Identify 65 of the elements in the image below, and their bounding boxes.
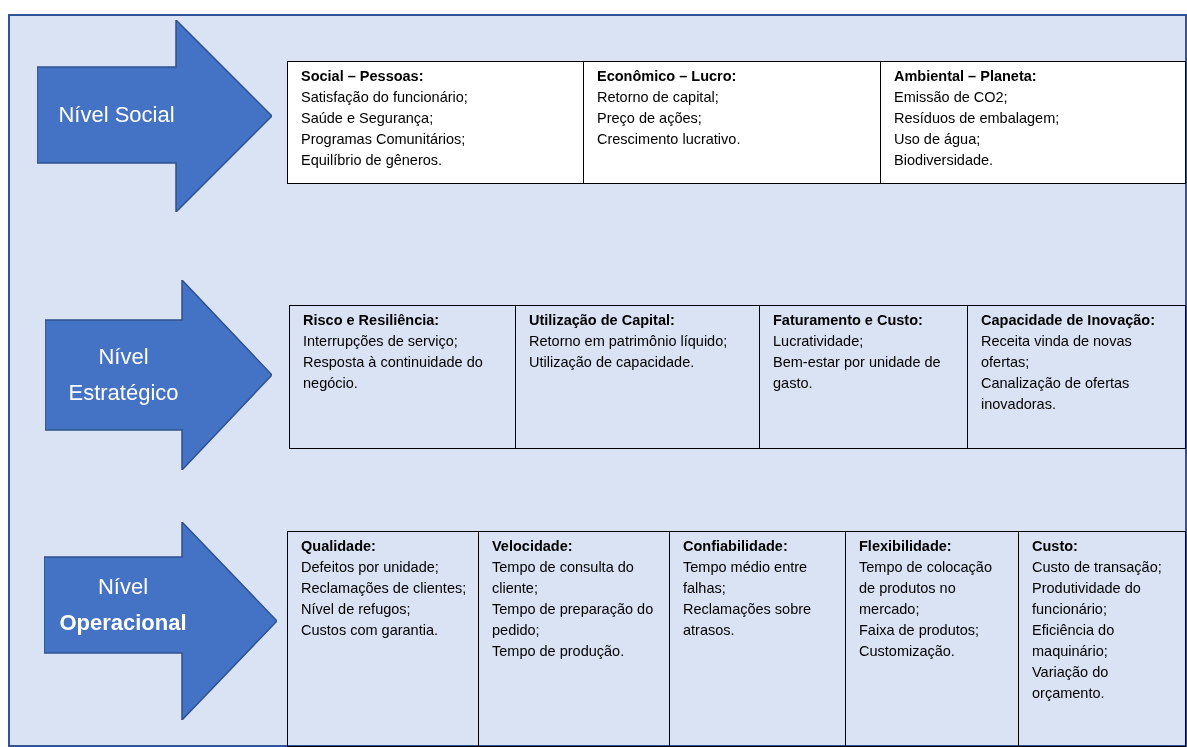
table-cell	[287, 61, 584, 184]
cell-item: Faixa de produtos;	[859, 621, 981, 640]
cell-heading: Custo:	[1032, 537, 1079, 556]
cell-item: Nível de refugos;	[301, 600, 412, 619]
cell-item: Custo de transação;	[1032, 558, 1163, 577]
cell-item: Resíduos de embalagem;	[894, 109, 1061, 128]
cell-item: Customização.	[859, 642, 956, 661]
cell-item: Saúde e Segurança;	[301, 109, 435, 128]
table-cell	[880, 61, 1186, 184]
cell-heading: Ambiental – Planeta:	[894, 67, 1038, 86]
cell-item: Retorno de capital;	[597, 88, 720, 107]
cell-heading: Confiabilidade:	[683, 537, 789, 556]
cell-heading: Velocidade:	[492, 537, 574, 556]
cell-item: Crescimento lucrativo.	[597, 130, 742, 149]
table-cell	[289, 305, 516, 449]
cell-item: Tempo de preparação do pedido;	[492, 600, 655, 640]
cell-item: Bem-estar por unidade de gasto.	[773, 353, 942, 393]
cell-item: Tempo de colocação de produtos no mercado;	[859, 558, 993, 619]
cell-heading: Econômico – Lucro:	[597, 67, 738, 86]
table-cell	[478, 531, 670, 747]
cell-item: Tempo de consulta do cliente;	[492, 558, 635, 598]
cell-item: Emissão de CO2;	[894, 88, 1009, 107]
level-label: Nível Operacional	[58, 573, 188, 637]
cell-item: Reclamações de clientes;	[301, 579, 468, 598]
table-cell	[967, 305, 1186, 449]
cell-item: Eficiência do maquinário;	[1032, 621, 1116, 661]
cell-item: Reclamações sobre atrasos.	[683, 600, 813, 640]
cell-heading: Qualidade:	[301, 537, 377, 556]
cell-item: Receita vinda de novas ofertas;	[981, 332, 1133, 372]
cell-item: Utilização de capacidade.	[529, 353, 696, 372]
cell-item: Biodiversidade.	[894, 151, 995, 170]
cell-heading: Risco e Resiliência:	[303, 311, 441, 330]
level-label: Nível Social	[58, 101, 175, 129]
cell-item: Uso de água;	[894, 130, 982, 149]
table-cell	[1018, 531, 1186, 747]
cell-item: Custos com garantia.	[301, 621, 439, 640]
cell-item: Retorno em patrimônio líquido;	[529, 332, 729, 351]
table-cell	[583, 61, 881, 184]
cell-item: Preço de ações;	[597, 109, 703, 128]
cell-item: Interrupções de serviço;	[303, 332, 459, 351]
table-cell	[287, 531, 479, 747]
cell-item: Programas Comunitários;	[301, 130, 467, 149]
cell-heading: Capacidade de Inovação:	[981, 311, 1157, 330]
cell-heading: Social – Pessoas:	[301, 67, 425, 86]
cell-item: Canalização de ofertas inovadoras.	[981, 374, 1131, 414]
table-cell	[669, 531, 846, 747]
cell-heading: Flexibilidade:	[859, 537, 953, 556]
cell-heading: Utilização de Capital:	[529, 311, 676, 330]
arrow-shape	[44, 522, 277, 720]
cell-item: Equilíbrio de gêneros.	[301, 151, 444, 170]
table-cell	[515, 305, 760, 449]
table-cell	[759, 305, 968, 449]
cell-item: Resposta à continuidade do negócio.	[303, 353, 484, 393]
cell-item: Variação do orçamento.	[1032, 663, 1110, 703]
cell-item: Defeitos por unidade;	[301, 558, 440, 577]
cell-heading: Faturamento e Custo:	[773, 311, 924, 330]
arrow-shape	[45, 280, 272, 470]
cell-item: Produtividade do funcionário;	[1032, 579, 1142, 619]
level-label: Nível Estratégico	[67, 343, 180, 407]
table-cell	[845, 531, 1019, 747]
cell-item: Tempo de produção.	[492, 642, 626, 661]
cell-item: Tempo médio entre falhas;	[683, 558, 809, 598]
cell-item: Lucratividade;	[773, 332, 865, 351]
cell-item: Satisfação do funcionário;	[301, 88, 469, 107]
arrow-shape	[37, 20, 272, 212]
